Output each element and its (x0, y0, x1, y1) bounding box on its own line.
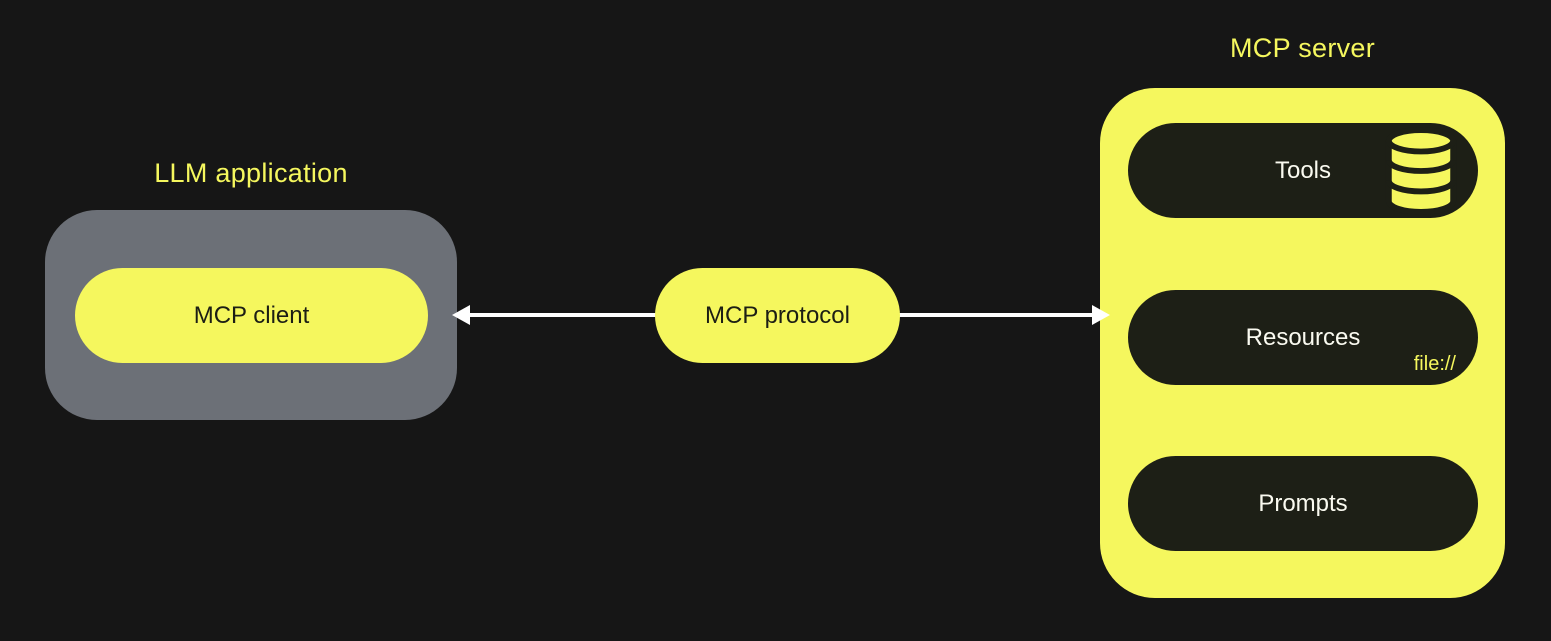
resources-label: Resources (1245, 323, 1361, 351)
mcp-protocol-label: MCP protocol (705, 301, 850, 329)
file-scheme-annotation: file:// (1413, 353, 1456, 375)
mcp-client-label: MCP client (193, 301, 310, 329)
resources-node: Resources file:// (1128, 290, 1478, 385)
mcp-client-node: MCP client (75, 268, 428, 363)
tools-label: Tools (1274, 156, 1332, 184)
llm-application-box: MCP client (45, 210, 457, 420)
mcp-server-label: MCP server (1229, 33, 1376, 63)
database-icon (1385, 126, 1457, 215)
mcp-server-box: Tools Resources file:// Prompts (1100, 88, 1505, 598)
mcp-protocol-node: MCP protocol (655, 268, 900, 363)
prompts-node: Prompts (1128, 456, 1478, 551)
tools-node: Tools (1128, 123, 1478, 218)
prompts-label: Prompts (1258, 489, 1348, 517)
llm-application-label: LLM application (154, 158, 348, 188)
